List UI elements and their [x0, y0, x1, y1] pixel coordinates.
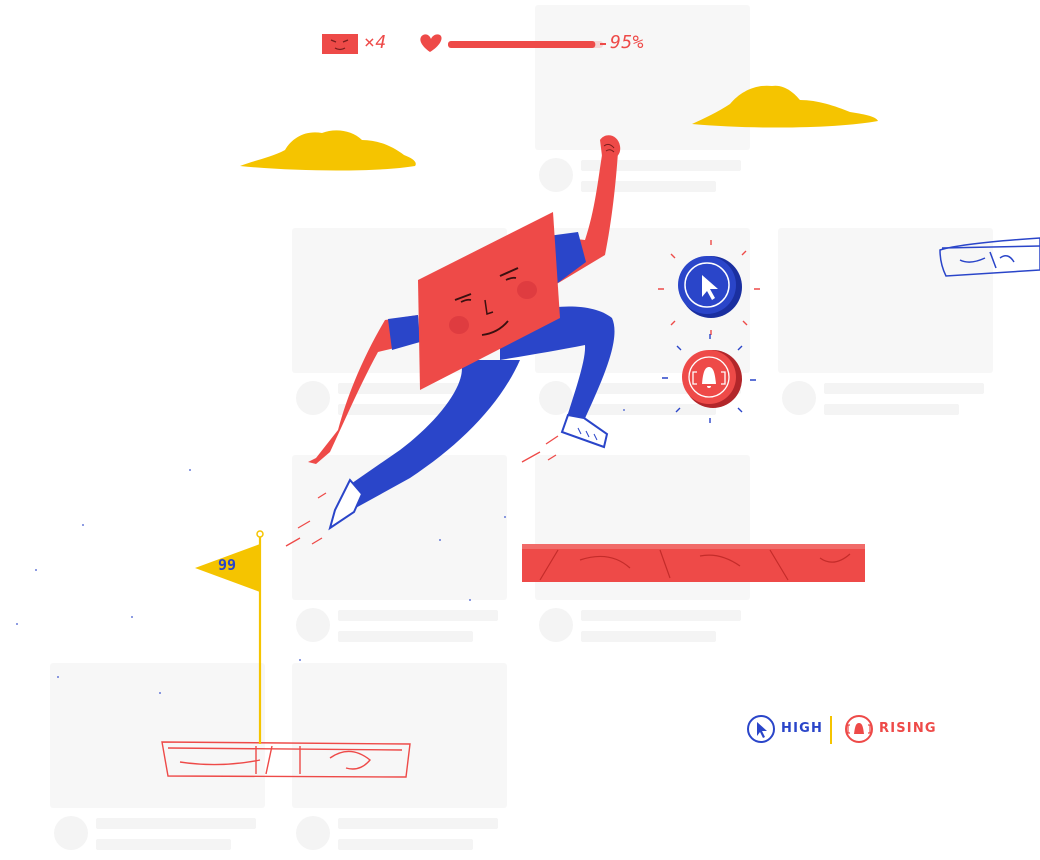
bell-coin[interactable] [662, 334, 756, 423]
player-character [308, 135, 621, 531]
legend-high-label: HIGH [781, 721, 824, 736]
legend-rising-label: RISING [879, 721, 937, 736]
cloud-right [692, 85, 878, 128]
flag [195, 530, 264, 744]
platform-sketch [161, 741, 411, 778]
dust-particles [16, 409, 625, 694]
legend-high-icon [747, 715, 775, 743]
motion-lines [285, 435, 559, 547]
health-percent: 95% [610, 32, 645, 53]
background-card [535, 5, 750, 200]
flag-number: 99 [218, 556, 237, 574]
bell-icon [702, 367, 716, 388]
background-card [292, 455, 507, 650]
legend: HIGH RISING [745, 713, 945, 747]
cursor-coin[interactable] [658, 240, 760, 335]
background-card [292, 663, 507, 858]
cloud-left [240, 130, 416, 171]
platform-blue [939, 237, 1040, 277]
health-bar [448, 41, 606, 48]
lives-icon [322, 34, 358, 54]
legend-rising-icon [845, 715, 873, 743]
background-card [50, 663, 265, 858]
hud: ×4 95% [318, 30, 658, 58]
platform-red [522, 544, 865, 582]
background-card [778, 228, 993, 423]
heart-icon [420, 34, 442, 52]
cursor-icon [702, 275, 718, 300]
lives-count: ×4 [364, 32, 387, 53]
